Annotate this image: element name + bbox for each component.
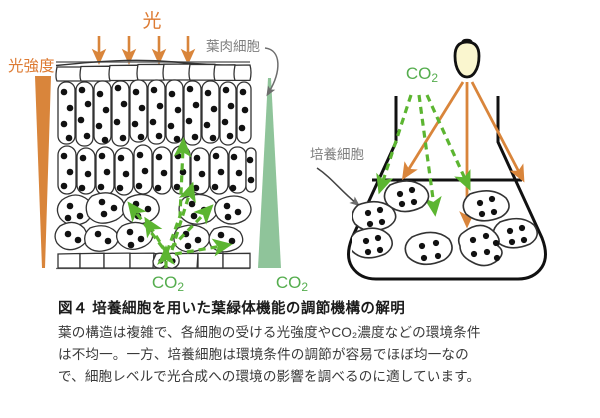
caption-area: 図４ 培養細胞を用いた葉緑体機能の調節機構の解明 葉の構造は複雑で、各細胞の受け… (0, 295, 600, 418)
cultured-cells (352, 180, 538, 267)
cultured-cell-chloroplasts (362, 186, 528, 262)
light-arrows-group (91, 36, 196, 65)
down-arrow-icon (470, 81, 525, 183)
triangle-gradient-icon-co2 (258, 78, 281, 268)
caption-line-3: で、細胞レベルで光合成への環境の影響を調べるのに適しています。 (58, 368, 481, 384)
figure-title: 図４ 培養細胞を用いた葉緑体機能の調節機構の解明 (58, 301, 406, 317)
caption-line-2: は不均一。一方、培養細胞は環境条件の調節が容易でほぼ均一なの (58, 346, 469, 362)
label-co2-leaf-left: CO2 (152, 273, 185, 294)
label-mesophyll-cell: 葉肉細胞 (206, 39, 260, 54)
dashed-arrow-icon (169, 204, 214, 250)
dashed-arrow-icon (170, 181, 196, 251)
co2-flask-arrows (376, 94, 471, 217)
leaf-cross-section: 光 光強度 葉肉細胞 (8, 10, 308, 294)
caption-line-1: 葉の構造は複雑で、各細胞の受ける光強度やCO₂濃度などの環境条件 (58, 324, 481, 340)
lower-epidermis (57, 252, 251, 269)
dashed-arrow-icon (127, 201, 165, 249)
figure-caption-body: 葉の構造は複雑で、各細胞の受ける光強度やCO₂濃度などの環境条件 は不均一。一方… (58, 322, 570, 388)
upper-epidermis (55, 63, 252, 82)
label-light: 光 (142, 10, 161, 32)
erlenmeyer-flask-icon (347, 96, 547, 281)
label-light-intensity: 光強度 (8, 57, 55, 75)
co2-diffusion-arrows (127, 137, 233, 268)
diagram-area: 光 光強度 葉肉細胞 (8, 10, 547, 294)
flask-cell-culture: CO2 培養細胞 (310, 38, 547, 281)
spongy-mesophyll (54, 192, 252, 253)
triangle-gradient-icon-light (35, 76, 51, 268)
curved-pointer-arrow-icon (264, 47, 279, 97)
down-arrow-icon (401, 81, 465, 181)
label-cultured-cell: 培養細胞 (310, 146, 364, 162)
dashed-arrow-icon (165, 137, 192, 253)
dashed-arrow-icon (376, 94, 413, 195)
light-bulb-icon (453, 38, 481, 79)
dashed-arrow-icon (425, 94, 471, 191)
label-co2-flask: CO2 (406, 64, 439, 85)
curved-pointer-arrow-icon (316, 167, 360, 207)
label-co2-leaf-right: CO2 (276, 273, 309, 294)
dashed-arrow-icon (417, 94, 442, 217)
dashed-arrow-icon (174, 238, 233, 257)
